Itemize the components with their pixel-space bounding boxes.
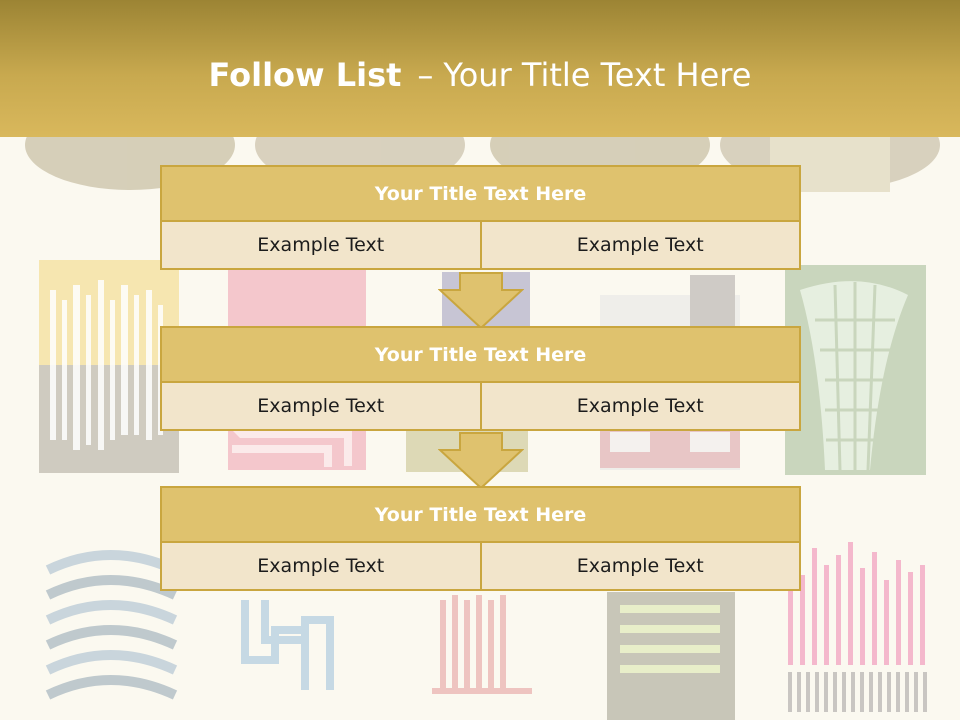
step-title: Your Title Text Here [160, 165, 801, 222]
step-title: Your Title Text Here [160, 486, 801, 543]
step-box-3: Your Title Text Here Example Text Exampl… [160, 486, 801, 591]
step-left-text: Example Text [160, 381, 482, 431]
tile-coral-lines [432, 595, 532, 694]
slide-title-separator: – [417, 56, 434, 94]
tile-pink-barcode [788, 542, 927, 712]
step-right-text: Example Text [479, 541, 801, 591]
tile-green-tower-2 [607, 592, 735, 720]
step-left-text: Example Text [160, 220, 482, 270]
slide-title-rest: Your Title Text Here [443, 56, 752, 94]
tile-blue-arcs [45, 550, 178, 700]
step-row: Example Text Example Text [160, 381, 801, 431]
step-row: Example Text Example Text [160, 541, 801, 591]
tile-green-tower [785, 265, 926, 475]
slide-title-bold: Follow List [208, 56, 402, 94]
step-box-2: Your Title Text Here Example Text Exampl… [160, 326, 801, 431]
down-arrow-icon [438, 272, 524, 330]
step-row: Example Text Example Text [160, 220, 801, 270]
step-title: Your Title Text Here [160, 326, 801, 383]
down-arrow-icon [438, 432, 524, 490]
title-banner [0, 0, 960, 137]
slide-title: Follow List–Your Title Text Here [0, 52, 960, 98]
step-left-text: Example Text [160, 541, 482, 591]
step-box-1: Your Title Text Here Example Text Exampl… [160, 165, 801, 270]
step-right-text: Example Text [479, 220, 801, 270]
tile-blue-maze [241, 600, 334, 690]
tile-yellow-towers [39, 260, 179, 473]
step-right-text: Example Text [479, 381, 801, 431]
